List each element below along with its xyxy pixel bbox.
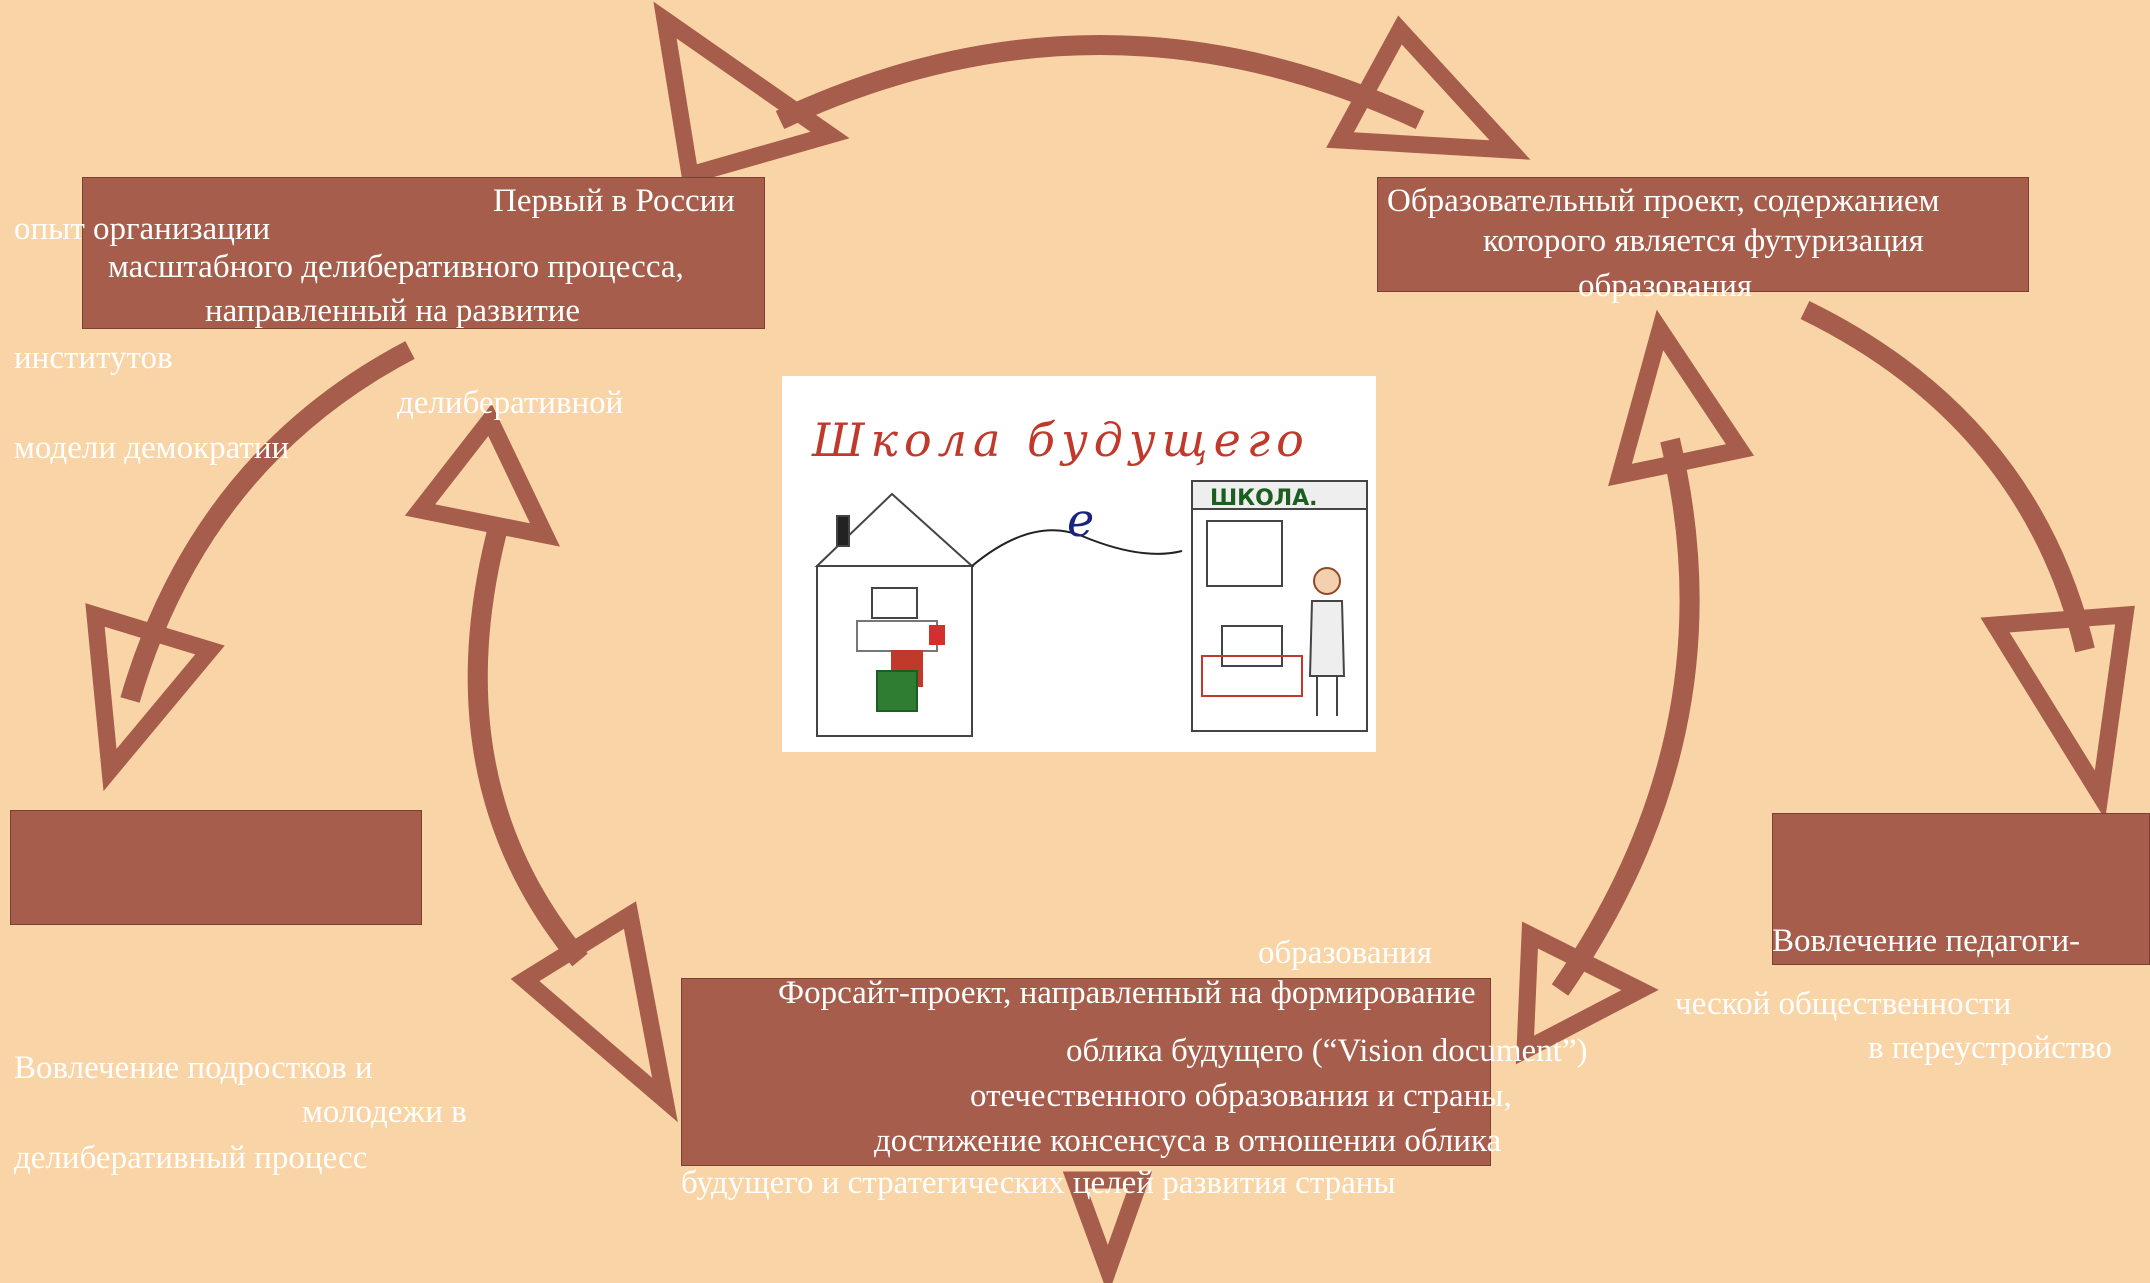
home-drawing [814, 492, 975, 737]
top-left-line-1: Первый в России [493, 183, 735, 219]
svg-text:ШКОЛА.: ШКОЛА. [1210, 486, 1318, 511]
arrowhead-left-up [404, 403, 561, 547]
bottom-line-5: будущего и стратегических целей развития… [681, 1165, 1396, 1201]
right-line-3: в переустройство [1868, 1030, 2113, 1066]
bottom-line-2: облика будущего (“Vision document”) [1066, 1033, 1588, 1069]
left-line-3: делиберативный процесс [14, 1140, 368, 1176]
arrow-right-inner [1551, 437, 1700, 996]
left-line-2: молодежи в [302, 1094, 467, 1130]
block-top-left-box [82, 177, 765, 329]
block-top-right-box [1377, 177, 2029, 292]
school-of-future-drawing: Школа будущего e ШКОЛА. [782, 376, 1376, 752]
arrowhead-bottom-center [1062, 1171, 1153, 1283]
arrowhead-top-left [653, 1, 850, 186]
top-right-line-2: которого является футуризация [1483, 223, 1924, 259]
top-left-line-2: опыт организации [14, 211, 271, 247]
top-right-line-3: образования [1578, 268, 1753, 304]
arrowhead-bottom-left [510, 901, 678, 1123]
arrow-top-arc [775, 35, 1425, 130]
arrowhead-left-down [85, 603, 225, 792]
right-line-1: Вовлечение педагоги- [1772, 923, 2081, 959]
right-line-2: ческой общественности [1675, 986, 2012, 1022]
left-line-1: Вовлечение подростков и [14, 1050, 373, 1086]
bottom-line-4: достижение консенсуса в отношении облика [874, 1123, 1502, 1159]
top-left-line-5: институтов [14, 340, 173, 376]
arrowhead-bottom-right [1515, 921, 1659, 1065]
arrow-right-outer [1800, 301, 2095, 653]
top-left-line-3: масштабного делиберативного процесса, [108, 249, 684, 285]
drawing-caption: Школа будущего [811, 413, 1310, 467]
arrowhead-right-up [1608, 309, 1755, 487]
block-bottom-box [681, 978, 1491, 1166]
arrowhead-top-right [1326, 15, 1531, 160]
bottom-line-3: отечественного образования и страны, [970, 1078, 1512, 1114]
top-left-line-7: модели демократии [14, 430, 290, 466]
network-line [971, 529, 1183, 567]
e-letter: e [1067, 493, 1094, 547]
arrow-left-outer [120, 341, 415, 703]
top-left-line-4: направленный на развитие [205, 293, 581, 329]
top-right-line-1: Образовательный проект, содержанием [1387, 183, 1940, 219]
school-drawing: ШКОЛА. [1191, 480, 1368, 732]
arrowhead-right-down [1980, 605, 2135, 820]
arrow-left-inner [467, 517, 588, 967]
block-left-box [10, 810, 422, 925]
right-line-4: образования [1258, 935, 1433, 971]
bottom-line-1: Форсайт-проект, направленный на формиров… [778, 975, 1476, 1011]
block-right-box [1772, 813, 2150, 965]
top-left-line-6: делиберативной [397, 385, 624, 421]
